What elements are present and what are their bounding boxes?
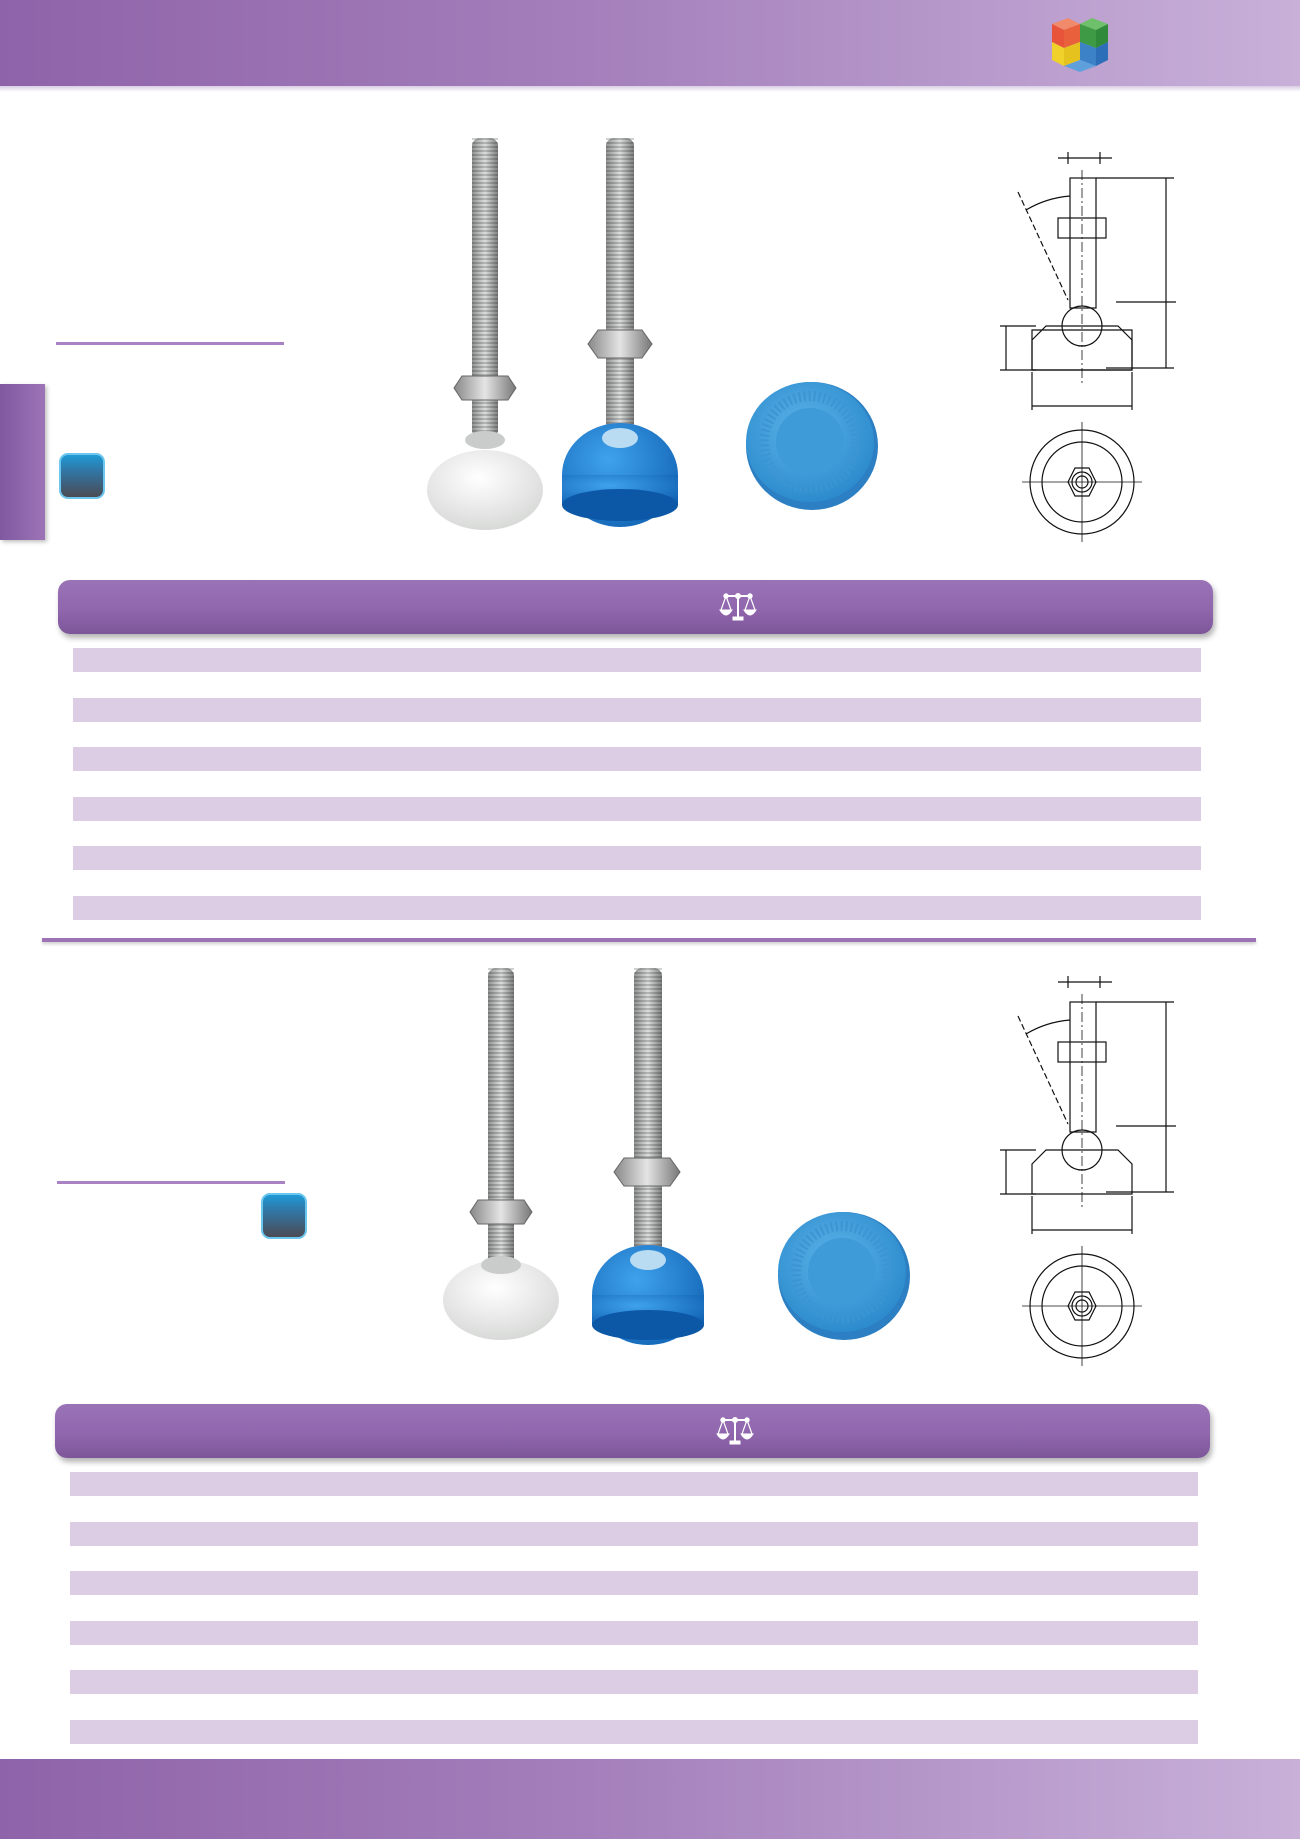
product-1-photo bbox=[427, 138, 878, 530]
product-2-category-badge bbox=[261, 1193, 307, 1239]
table-row bbox=[70, 1621, 1198, 1645]
table-row bbox=[70, 1720, 1198, 1744]
product-2-spec-table-header bbox=[55, 1404, 1210, 1458]
table-row bbox=[73, 797, 1201, 821]
product-1-technical-drawing bbox=[1000, 152, 1176, 542]
blue-anti-slip-pad bbox=[778, 1212, 910, 1340]
cube-logo-icon bbox=[1052, 18, 1108, 72]
table-row bbox=[73, 896, 1201, 920]
table-row bbox=[73, 698, 1201, 722]
product-1-spec-table-header bbox=[58, 580, 1213, 634]
table-row bbox=[70, 1571, 1198, 1595]
header-shadow bbox=[0, 86, 1300, 92]
page-footer-band bbox=[0, 1759, 1300, 1839]
white-base-leveling-foot bbox=[427, 138, 543, 530]
section-divider bbox=[42, 938, 1256, 942]
white-base-leveling-foot bbox=[443, 968, 559, 1340]
product-1-title-rule bbox=[56, 342, 284, 345]
table-row bbox=[70, 1472, 1198, 1496]
blue-base-leveling-foot bbox=[592, 968, 704, 1345]
table-row bbox=[73, 846, 1201, 870]
blue-base-leveling-foot bbox=[562, 138, 678, 527]
table-row bbox=[73, 747, 1201, 771]
section-side-tab bbox=[0, 384, 45, 540]
table-row bbox=[70, 1522, 1198, 1546]
product-2-photo bbox=[443, 968, 910, 1345]
scale-balance-icon bbox=[716, 1417, 754, 1445]
scale-balance-icon bbox=[719, 593, 757, 621]
table-row bbox=[73, 648, 1201, 672]
product-2-title-rule bbox=[57, 1181, 285, 1184]
product-1-category-badge bbox=[59, 453, 105, 499]
product-2-technical-drawing bbox=[1000, 976, 1176, 1366]
blue-anti-slip-pad bbox=[746, 382, 878, 510]
table-row bbox=[70, 1670, 1198, 1694]
